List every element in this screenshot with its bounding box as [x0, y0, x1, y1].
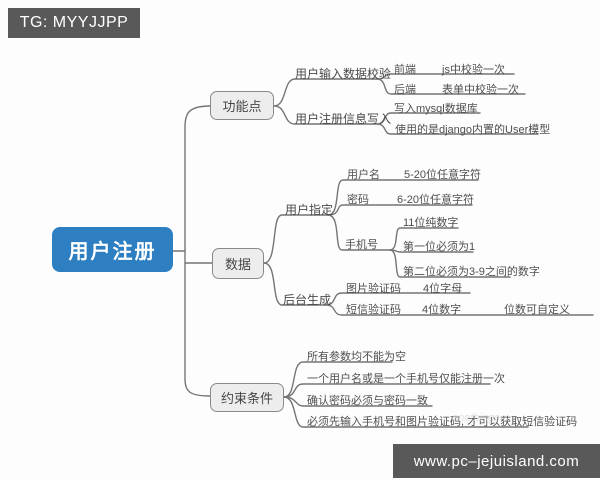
- topic-input-validation[interactable]: 用户输入数据校验: [295, 67, 392, 81]
- topic-image-captcha-rule[interactable]: 4位字母: [423, 283, 463, 295]
- branch-data[interactable]: 数据: [212, 248, 264, 279]
- topic-backend[interactable]: 后端: [394, 84, 416, 96]
- tg-badge: TG: MYYJJPP: [8, 8, 140, 38]
- topic-constraint-2[interactable]: 一个用户名或是一个手机号仅能注册一次: [307, 373, 505, 385]
- topic-constraint-4[interactable]: 必须先输入手机号和图片验证码, 才可以获取短信验证码: [307, 416, 578, 428]
- topic-sms-captcha-note[interactable]: 位数可自定义: [504, 304, 570, 316]
- watermark-text: enethings: [452, 412, 500, 424]
- topic-backend-generated[interactable]: 后台生成: [283, 293, 332, 307]
- topic-frontend-detail[interactable]: js中校验一次: [442, 64, 505, 76]
- topic-register-write[interactable]: 用户注册信息写入: [295, 112, 392, 126]
- root-topic[interactable]: 用户注册: [52, 227, 173, 272]
- topic-username[interactable]: 用户名: [347, 169, 380, 181]
- topic-constraint-3[interactable]: 确认密码必须与密码一致: [307, 395, 428, 407]
- site-badge: www.pc–jejuisland.com: [393, 444, 600, 478]
- topic-django-user-model[interactable]: 使用的是django内置的User模型: [395, 124, 551, 136]
- topic-sms-captcha-rule[interactable]: 4位数字: [422, 304, 462, 316]
- topic-password-rule[interactable]: 6-20位任意字符: [397, 194, 475, 206]
- topic-user-specified[interactable]: 用户指定: [285, 203, 334, 217]
- branch-constraints[interactable]: 约束条件: [210, 383, 284, 412]
- topic-backend-detail[interactable]: 表单中校验一次: [442, 84, 519, 96]
- topic-username-rule[interactable]: 5-20位任意字符: [404, 169, 482, 181]
- topic-phone-rule-2[interactable]: 第一位必须为1: [403, 241, 476, 253]
- topic-phone[interactable]: 手机号: [345, 239, 378, 251]
- topic-phone-rule-1[interactable]: 11位纯数字: [403, 217, 459, 229]
- branch-features[interactable]: 功能点: [210, 91, 274, 120]
- topic-password[interactable]: 密码: [347, 194, 369, 206]
- topic-write-mysql[interactable]: 写入mysql数据库: [394, 103, 478, 115]
- topic-sms-captcha[interactable]: 短信验证码: [346, 304, 401, 316]
- topic-constraint-1[interactable]: 所有参数均不能为空: [307, 351, 406, 363]
- topic-phone-rule-3[interactable]: 第二位必须为3-9之间的数字: [403, 266, 540, 278]
- topic-image-captcha[interactable]: 图片验证码: [346, 283, 401, 295]
- topic-frontend[interactable]: 前端: [394, 64, 416, 76]
